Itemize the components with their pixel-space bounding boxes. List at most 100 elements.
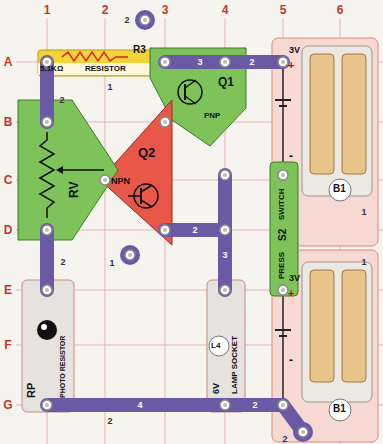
callout-number: 1 — [361, 258, 366, 267]
snap — [125, 250, 135, 260]
photo-resistor — [22, 280, 74, 412]
snap — [163, 60, 167, 64]
snap — [223, 403, 227, 407]
snap-wire — [47, 62, 303, 432]
part-label: 3V — [289, 274, 300, 283]
snap — [100, 175, 110, 185]
part-label: RP — [26, 383, 37, 398]
callout-number: 3 — [197, 58, 202, 67]
snap — [103, 178, 107, 182]
snap — [281, 288, 285, 292]
snap — [223, 60, 227, 64]
snap — [278, 57, 288, 67]
part-label: S2 — [278, 229, 288, 241]
snap — [163, 228, 167, 232]
snap — [223, 228, 227, 232]
grid-coordinate: 6 — [337, 4, 344, 16]
callout-number: 1 — [107, 83, 112, 92]
snap — [281, 403, 285, 407]
snap — [223, 288, 227, 292]
part-label: - — [289, 354, 293, 366]
grid-coordinate: A — [4, 56, 13, 68]
snap — [45, 120, 49, 124]
lamp-socket — [207, 280, 245, 412]
battery-part: 3V+-B1 — [272, 250, 378, 442]
part-label: R3 — [133, 45, 146, 55]
grid-coordinate: E — [4, 284, 12, 296]
callout-number: 2 — [59, 96, 64, 105]
snap — [220, 400, 230, 410]
part-label: L4 — [211, 342, 220, 350]
snap — [281, 60, 285, 64]
snap — [45, 228, 49, 232]
grid-coordinate: B — [4, 116, 13, 128]
snap — [160, 117, 170, 127]
part-label: 3V — [289, 46, 300, 55]
part-label: Q2 — [138, 146, 155, 159]
photo-resistor-part: RPPHOTO RESISTOR — [22, 280, 74, 412]
grid-coordinate: D — [4, 224, 13, 236]
grid-coordinate: 5 — [280, 4, 287, 16]
grid — [16, 18, 383, 444]
part-label: 6V — [212, 383, 221, 394]
potentiometer-symbol — [18, 100, 118, 240]
snap — [220, 225, 230, 235]
snap — [42, 15, 308, 437]
part-label: PRESS — [278, 252, 286, 279]
transistor-part: Q1PNP — [170, 38, 248, 138]
grid-coordinate: C — [4, 174, 13, 186]
part-label: RV — [68, 182, 80, 198]
grid-coordinate: G — [3, 399, 12, 411]
lamp-socket-part: L46VLAMP SOCKET — [207, 280, 245, 412]
snap — [160, 57, 170, 67]
part-label: RESISTOR — [85, 65, 126, 73]
snap — [45, 288, 49, 292]
potentiometer-part: RV — [18, 100, 118, 240]
snap — [42, 400, 52, 410]
part-label: B1 — [333, 184, 346, 194]
callout-number: 2 — [60, 258, 65, 267]
snap — [160, 225, 170, 235]
callout-number: 1 — [109, 259, 114, 268]
snap — [220, 170, 230, 180]
part-label: Q1 — [218, 76, 234, 88]
snap — [281, 173, 285, 177]
callout-number: 1 — [361, 208, 366, 217]
callout-number: 2 — [192, 226, 197, 235]
part-label: + — [288, 288, 294, 299]
grid-coordinate: F — [4, 339, 11, 351]
snap — [140, 15, 150, 25]
grid-coordinate: 2 — [102, 4, 109, 16]
part-label: - — [289, 150, 293, 162]
transistor-part: Q2NPN — [100, 100, 172, 245]
part-label: NPN — [111, 177, 130, 186]
snap — [128, 253, 132, 257]
resistor-symbol — [38, 50, 168, 76]
callout-number: 2 — [249, 58, 254, 67]
snap — [220, 57, 230, 67]
snap — [278, 400, 288, 410]
part-label: PNP — [204, 112, 220, 120]
snap — [45, 403, 49, 407]
callout-number: 2 — [282, 435, 287, 444]
snap — [42, 117, 52, 127]
snap — [163, 120, 167, 124]
snap — [298, 427, 308, 437]
snap — [42, 285, 52, 295]
callout-number: 2 — [252, 401, 257, 410]
callout-number: 4 — [137, 401, 142, 410]
grid-coordinate: 4 — [222, 4, 229, 16]
callout-number: 3 — [222, 251, 227, 260]
part-label: + — [288, 60, 294, 71]
callout-number: 2 — [107, 417, 112, 426]
snap — [220, 285, 230, 295]
snap — [278, 170, 288, 180]
callout-number: 2 — [124, 16, 129, 25]
grid-coordinate: 1 — [44, 4, 51, 16]
snap — [301, 430, 305, 434]
snap — [45, 60, 49, 64]
snap — [42, 225, 52, 235]
snap — [143, 18, 147, 22]
grid-coordinate: 3 — [162, 4, 169, 16]
battery-holder — [272, 38, 378, 442]
